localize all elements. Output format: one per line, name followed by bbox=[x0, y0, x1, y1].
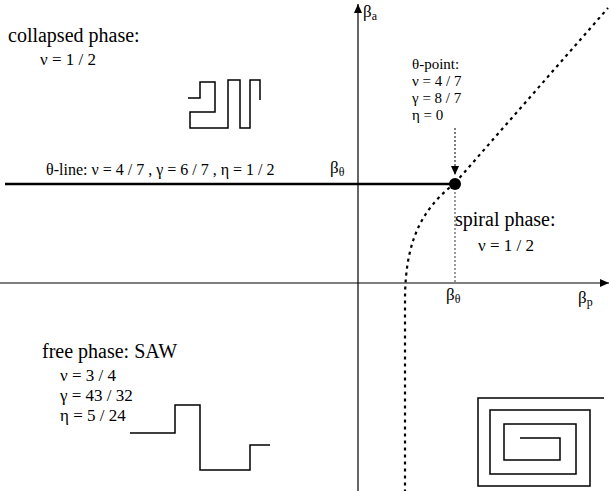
theta-guide-line bbox=[455, 192, 456, 282]
theta-point-pointer bbox=[455, 128, 456, 175]
phase-title: spiral phase: bbox=[455, 208, 556, 231]
theta-point-dot bbox=[449, 178, 461, 190]
point-title: θ-point: bbox=[412, 56, 459, 73]
exponent-label: η = 5 / 24 bbox=[60, 406, 126, 426]
vertical-axis bbox=[357, 4, 358, 491]
exponent-label: γ = 43 / 32 bbox=[60, 386, 133, 406]
free-walk bbox=[130, 405, 270, 470]
axis-value-label: βθ bbox=[330, 158, 344, 178]
axis-label: βp bbox=[578, 288, 593, 308]
phase-title: free phase: SAW bbox=[42, 340, 177, 363]
exponent-label: ν = 1 / 2 bbox=[478, 236, 534, 256]
axis-label: βa bbox=[363, 2, 377, 22]
axis-value-label: βθ bbox=[446, 285, 460, 305]
phase-title: collapsed phase: bbox=[8, 24, 140, 47]
exponent-label: ν = 3 / 4 bbox=[60, 366, 116, 386]
theta-line bbox=[5, 183, 455, 186]
exponent-label: γ = 8 / 7 bbox=[412, 90, 461, 107]
exponent-label: ν = 4 / 7 bbox=[412, 73, 461, 90]
exponent-label: η = 0 bbox=[412, 107, 443, 124]
spiral-transition-line bbox=[455, 8, 608, 183]
collapsed-walk bbox=[188, 80, 260, 128]
spiral-walk bbox=[478, 398, 604, 486]
exponent-label: ν = 1 / 2 bbox=[40, 50, 96, 70]
line-label: θ-line: ν = 4 / 7 , γ = 6 / 7 , η = 1 / … bbox=[46, 161, 275, 179]
free-spiral-boundary bbox=[405, 183, 455, 491]
horizontal-axis bbox=[0, 282, 609, 283]
